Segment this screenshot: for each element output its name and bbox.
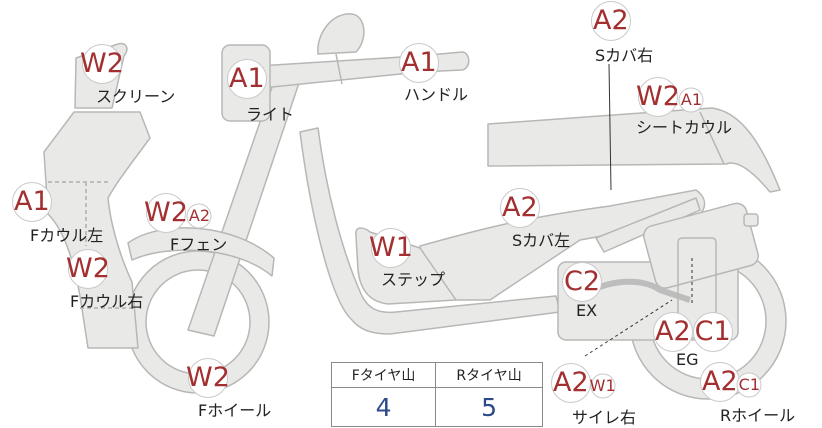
seat-cowl-shape	[487, 107, 781, 193]
ex-label: EX	[576, 301, 598, 320]
f-cowl-left-label: Fカウル左	[30, 226, 104, 245]
tag-step: W1	[369, 227, 413, 268]
light-code: A1	[226, 58, 267, 99]
f-fender-subcode: A2	[186, 203, 212, 229]
muffler-right-subcode: W1	[590, 373, 616, 399]
tag-f-cowl-left: A1	[11, 181, 52, 222]
engine-cover	[642, 202, 759, 289]
eg-code-2: C1	[692, 311, 733, 352]
f-fender-label: Fフェン	[170, 235, 228, 254]
front-cowl-seam	[48, 181, 136, 309]
mirror-stem	[335, 53, 343, 85]
ex-code: C2	[562, 261, 603, 302]
seat-cowl-subcode: A1	[678, 87, 704, 113]
s-cover-right-label: Sカバ右	[595, 46, 654, 65]
f-cowl-right-label: Fカウル右	[70, 292, 144, 311]
seat-cowl-label: シートカウル	[636, 118, 733, 137]
leader-s-cover-right	[608, 63, 612, 191]
step-code: W1	[369, 227, 413, 268]
f-wheel-label: Fホイール	[198, 401, 272, 420]
screen-code: W2	[80, 43, 124, 84]
handle-label: ハンドル	[404, 85, 469, 104]
f-cowl-left-code: A1	[11, 181, 52, 222]
rear-arm	[595, 197, 701, 253]
step-label: ステップ	[381, 270, 446, 289]
rear-tread-value: 5	[435, 387, 543, 427]
s-cover-right-code: A2	[590, 0, 631, 41]
handle-code: A1	[398, 42, 439, 83]
tag-s-cover-right: A2	[590, 0, 631, 41]
s-cover-left-label: Sカバ左	[512, 231, 571, 250]
r-wheel-subcode: C1	[736, 372, 762, 398]
tag-f-wheel: W2	[186, 357, 230, 398]
tag-s-cover-left: A2	[499, 187, 540, 228]
eg-code: A2	[652, 311, 693, 352]
seat-cowl-line	[699, 111, 725, 165]
rear-suspension	[743, 213, 759, 227]
front-tread-value: 4	[330, 387, 437, 427]
muffler-right-code: A2	[550, 362, 591, 403]
f-wheel-code: W2	[186, 357, 230, 398]
front-tread-header: Fタイヤ山	[330, 362, 437, 388]
seat-cowl-code: W2	[636, 76, 680, 117]
front-cowl-shape	[43, 111, 151, 349]
eg-label: EG	[676, 350, 699, 369]
tag-screen: W2	[80, 43, 124, 84]
mirror-shape	[317, 13, 365, 55]
r-wheel-label: Rホイール	[720, 406, 796, 425]
tag-f-cowl-right: W2	[66, 248, 110, 289]
leader-muffler	[584, 299, 673, 357]
screen-label: スクリーン	[96, 87, 176, 106]
tag-handle: A1	[398, 42, 439, 83]
rear-tread-header: Rタイヤ山	[435, 362, 543, 388]
light-label: ライト	[246, 105, 295, 124]
muffler-right-label: サイレ右	[572, 408, 637, 427]
tread-table: Fタイヤ山 Rタイヤ山 4 5	[330, 362, 543, 427]
s-cover-left-code: A2	[499, 187, 540, 228]
f-fender-code: W2	[144, 192, 188, 233]
f-cowl-right-code: W2	[66, 248, 110, 289]
tag-light: A1	[226, 58, 267, 99]
r-wheel-code: A2	[699, 361, 740, 402]
tag-ex: C2	[562, 261, 603, 302]
